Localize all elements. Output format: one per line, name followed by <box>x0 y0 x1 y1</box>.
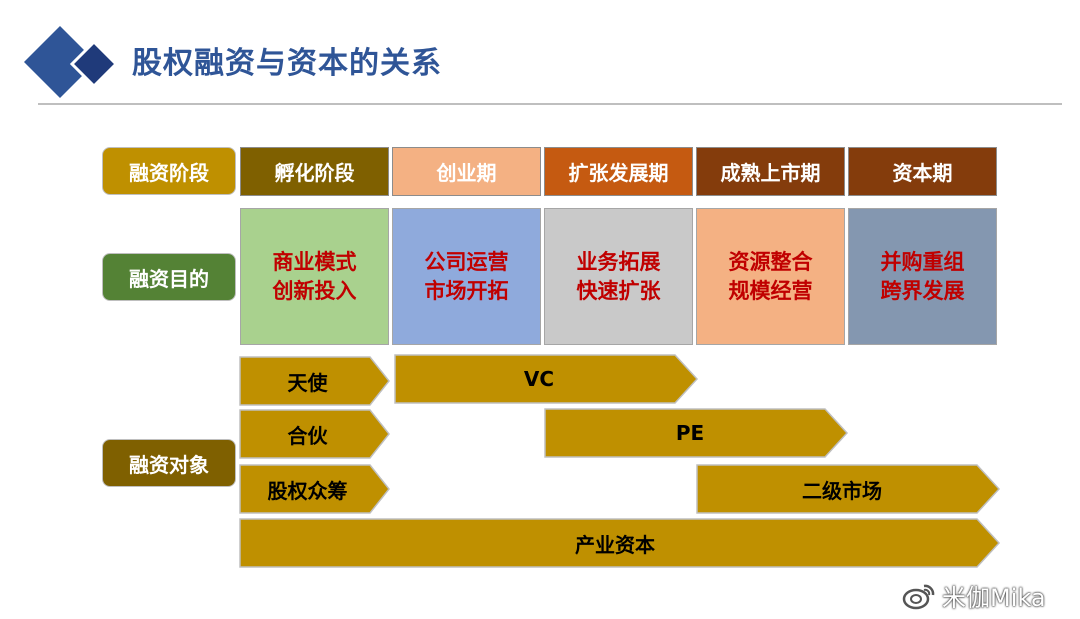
industrial-capital-label: 产业资本 <box>575 532 655 557</box>
purpose-line: 资源整合 <box>728 249 813 274</box>
purpose-line: 创新投入 <box>272 278 357 303</box>
row-label-stage: 融资阶段 <box>102 147 236 195</box>
stage-cell: 扩张发展期 <box>544 147 693 196</box>
arrow-secondary-market <box>696 464 1001 514</box>
purpose-line: 业务拓展 <box>576 249 661 274</box>
diamond-large-icon <box>24 26 96 98</box>
title-divider <box>38 103 1062 105</box>
purpose-line: 公司运营 <box>424 249 509 274</box>
vc-label: VC <box>523 367 555 391</box>
arrow-angel <box>239 356 390 406</box>
header-logo <box>24 26 119 98</box>
purpose-line: 市场开拓 <box>424 278 509 303</box>
purpose-cell: 公司运营 市场开拓 <box>392 208 541 345</box>
weibo-icon <box>902 584 935 609</box>
purpose-line: 跨界发展 <box>880 278 965 303</box>
partner-label: 合伙 <box>287 423 328 448</box>
page-title: 股权融资与资本的关系 <box>132 46 442 81</box>
arrow-industrial-capital <box>239 518 1001 568</box>
purpose-cell: 并购重组 跨界发展 <box>848 208 997 345</box>
pe-label: PE <box>675 421 705 445</box>
stage-cell: 资本期 <box>848 147 997 196</box>
purpose-line: 快速扩张 <box>576 278 661 303</box>
purpose-cell: 资源整合 规模经营 <box>696 208 845 345</box>
crowdfunding-label: 股权众筹 <box>267 478 348 503</box>
diamond-small-icon <box>69 39 119 89</box>
secondary-market-label: 二级市场 <box>802 478 882 503</box>
angel-label: 天使 <box>287 370 328 395</box>
arrow-crowdfunding <box>239 464 390 514</box>
purpose-cell: 业务拓展 快速扩张 <box>544 208 693 345</box>
row-label-object: 融资对象 <box>102 439 236 487</box>
stage-cell: 成熟上市期 <box>696 147 845 196</box>
purpose-line: 规模经营 <box>728 278 813 303</box>
purpose-line: 商业模式 <box>272 249 357 274</box>
purpose-cell: 商业模式 创新投入 <box>240 208 389 345</box>
watermark-text: 米伽Mika <box>942 584 1046 612</box>
watermark: 米伽Mika <box>902 578 1046 613</box>
arrow-partner <box>239 409 390 459</box>
arrow-vc <box>394 354 699 404</box>
arrow-pe <box>544 408 849 458</box>
row-label-purpose: 融资目的 <box>102 253 236 301</box>
purpose-line: 并购重组 <box>880 249 965 274</box>
stage-cell: 创业期 <box>392 147 541 196</box>
stage-cell: 孵化阶段 <box>240 147 389 196</box>
